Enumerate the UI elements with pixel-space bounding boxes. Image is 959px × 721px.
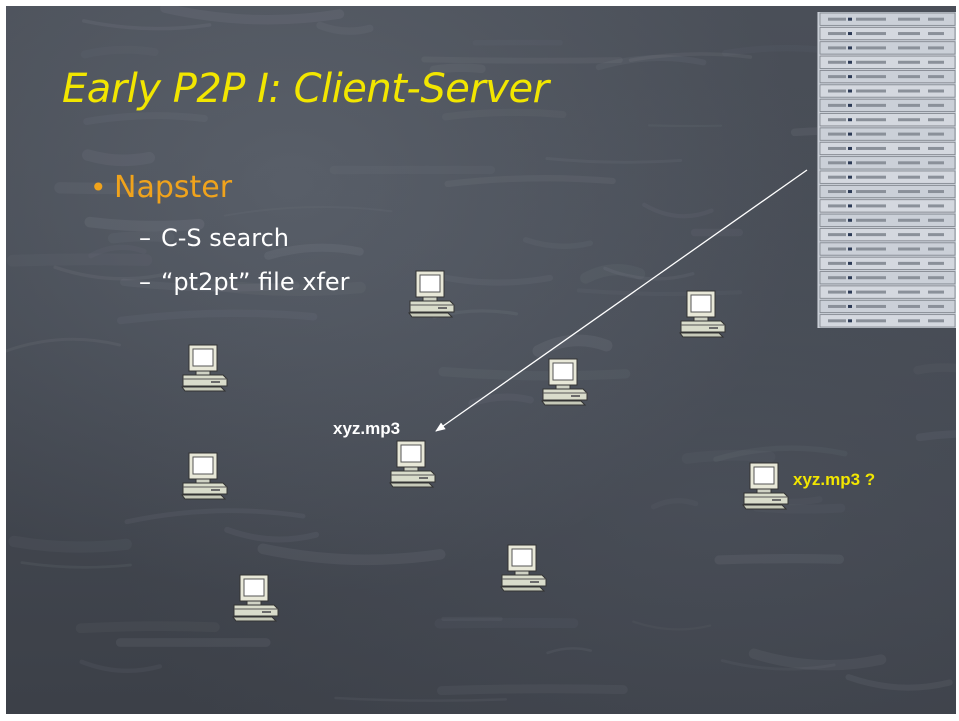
file-holder-label: xyz.mp3 (333, 419, 401, 438)
subitem-cs-search: –C-S search (139, 224, 289, 252)
search-result-arrow (435, 169, 808, 432)
slide: Early P2P I: Client-Server • Napster –C-… (6, 6, 956, 714)
server-rack-icon (817, 12, 956, 328)
client-computer-icon (181, 452, 229, 502)
client-computer-icon (408, 270, 456, 320)
client-computer-icon (541, 358, 589, 408)
subitem-pt2pt-xfer: –“pt2pt” file xfer (139, 268, 350, 296)
subitem-text: C-S search (161, 224, 290, 252)
client-computer-icon (742, 462, 790, 512)
client-computer-icon (181, 344, 229, 394)
query-label: xyz.mp3 ? (793, 470, 876, 489)
client-computer-icon (232, 574, 280, 624)
server-rack-graphic (819, 12, 956, 328)
bullet-text: Napster (114, 170, 233, 205)
slide-title: Early P2P I: Client-Server (62, 66, 549, 112)
bullet-marker: • (90, 171, 107, 204)
bullet-napster: • Napster (90, 170, 232, 205)
chalkboard-texture (6, 6, 956, 702)
subitem-dash: – (139, 224, 151, 252)
client-computer-icon (389, 440, 437, 490)
subitem-dash: – (139, 268, 151, 296)
client-computer-icon (500, 544, 548, 594)
subitem-text: “pt2pt” file xfer (161, 268, 350, 296)
client-computer-icon (679, 290, 727, 340)
